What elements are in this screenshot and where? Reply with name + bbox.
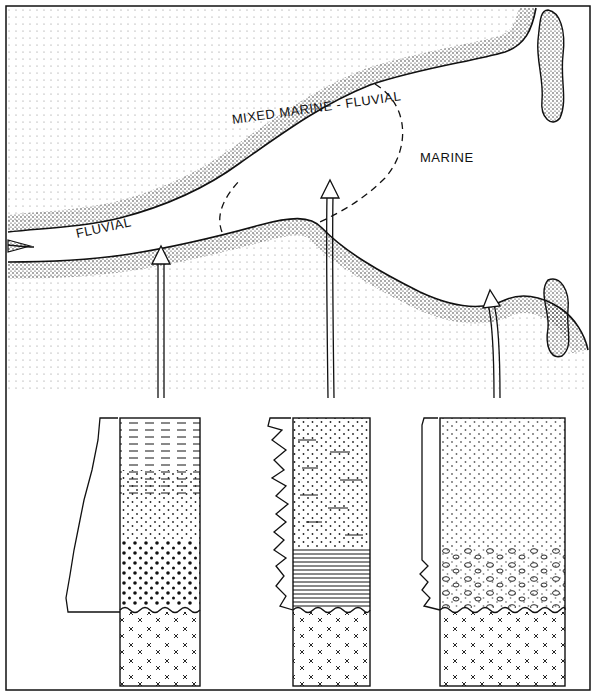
zone-label: MARINE: [420, 150, 474, 165]
